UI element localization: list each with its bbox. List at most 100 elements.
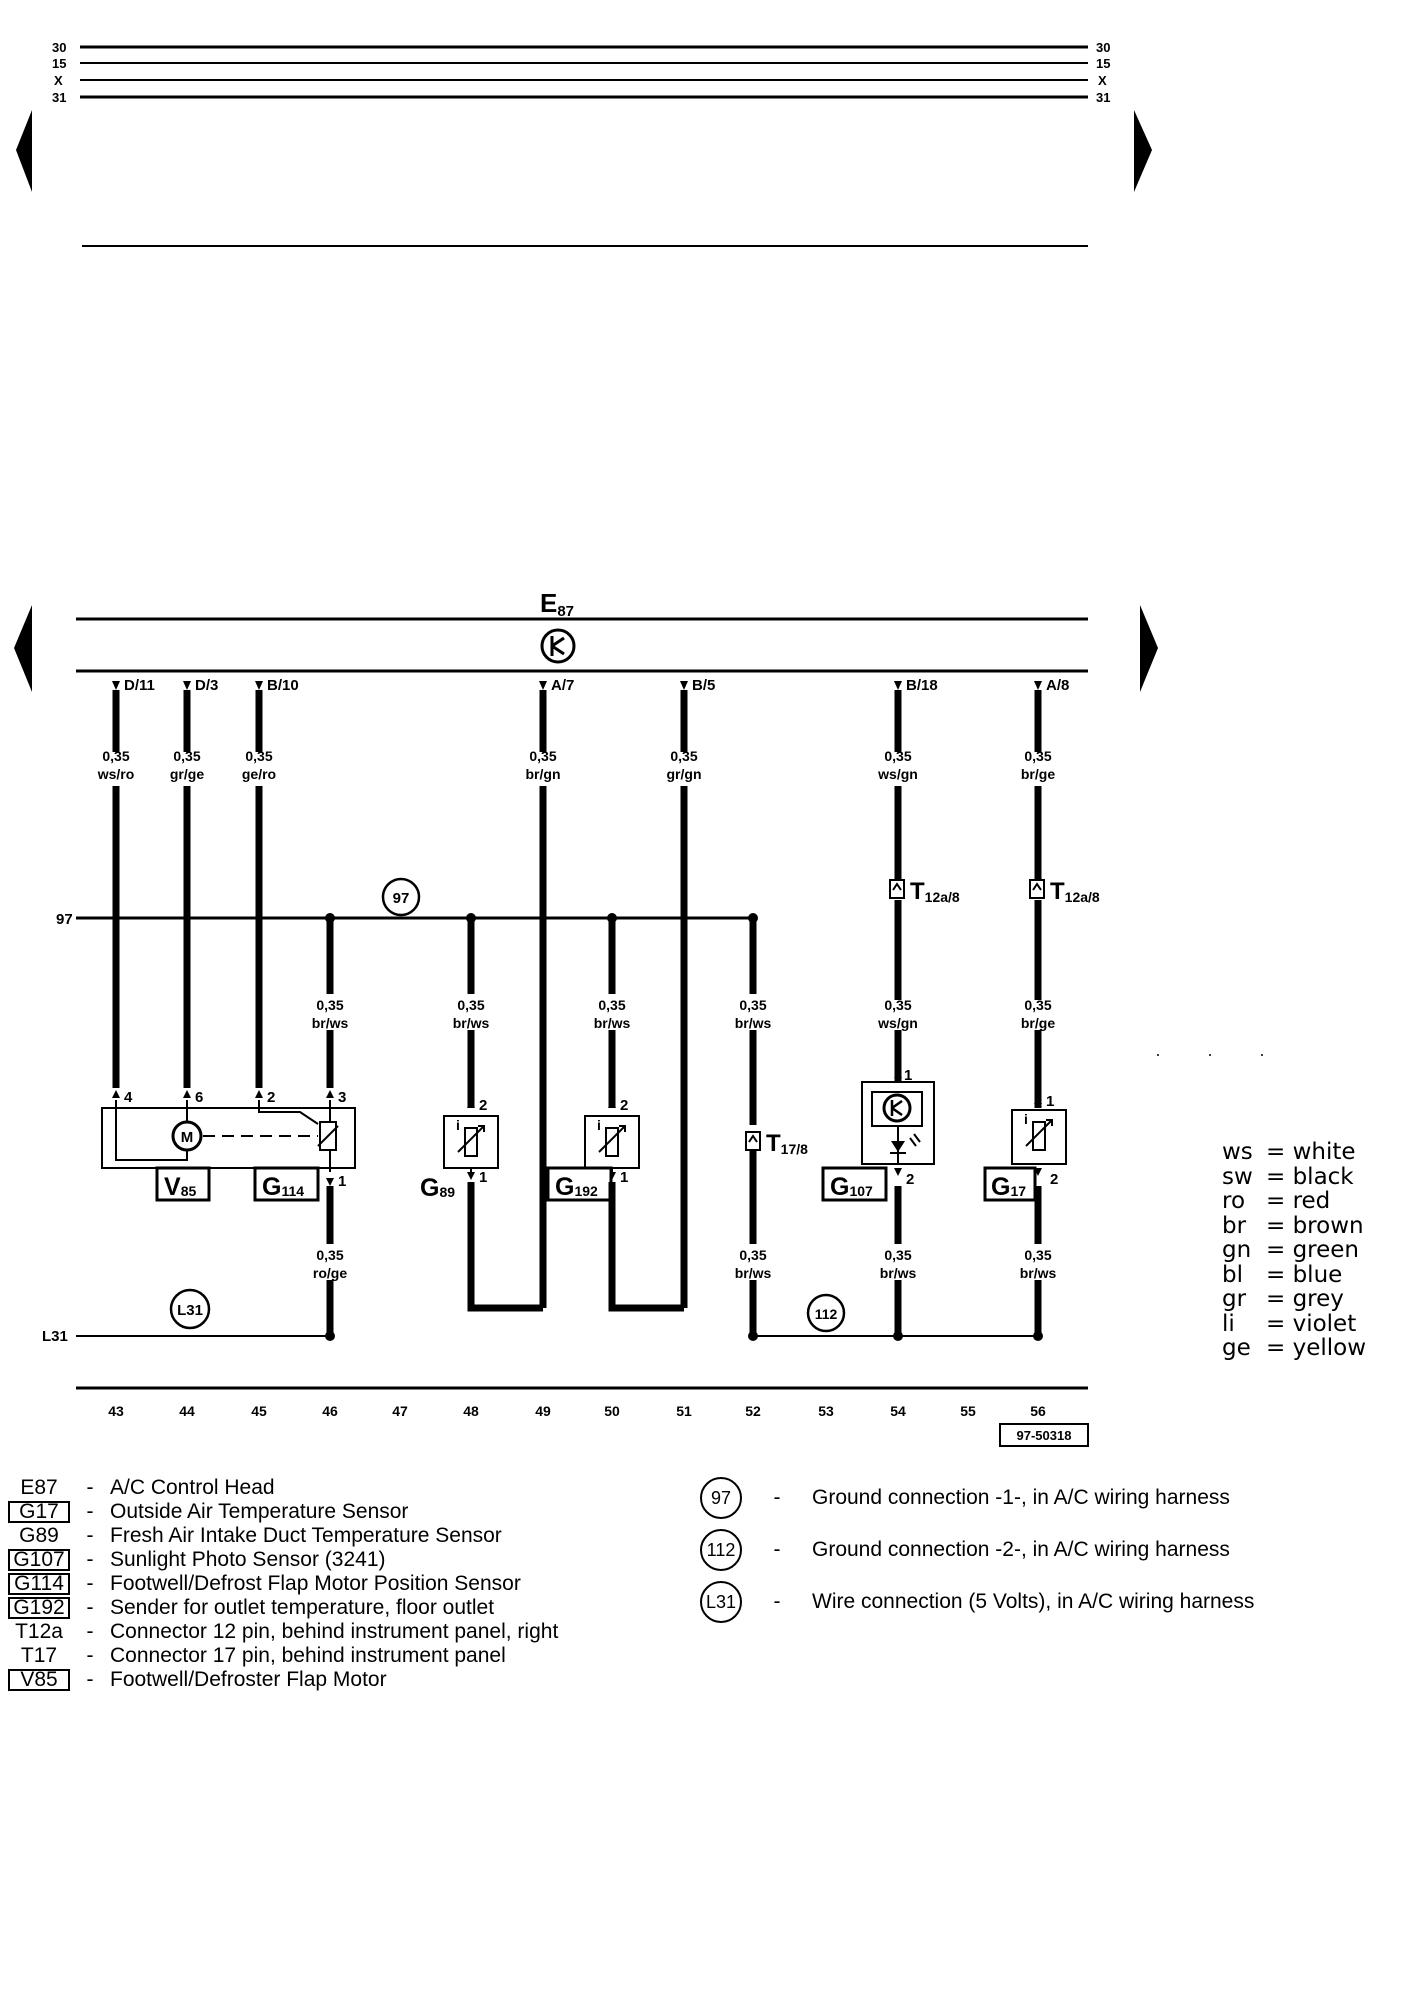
svg-text:55: 55 xyxy=(960,1403,976,1419)
sensor-g89: i 2 1 G89 xyxy=(420,1097,499,1202)
svg-text:2: 2 xyxy=(620,1097,628,1114)
svg-text:G107: G107 xyxy=(830,1173,873,1201)
legend-row: V85-Footwell/Defroster Flap Motor xyxy=(8,1668,558,1692)
svg-text:0,35: 0,35 xyxy=(102,748,129,764)
lower-wires xyxy=(326,1186,1042,1336)
l31-circle xyxy=(169,1288,211,1330)
svg-text:53: 53 xyxy=(818,1403,834,1419)
svg-text:br/gn: br/gn xyxy=(526,766,561,782)
svg-text:0,35: 0,35 xyxy=(173,748,200,764)
svg-text:52: 52 xyxy=(745,1403,761,1419)
scan-dots xyxy=(1157,1054,1263,1056)
svg-text:ws/gn: ws/gn xyxy=(877,766,918,782)
svg-text:0,35: 0,35 xyxy=(316,1247,343,1263)
svg-text:2: 2 xyxy=(906,1171,914,1188)
prev-page-arrow-icon[interactable] xyxy=(16,110,32,192)
next-page-arrow-icon[interactable] xyxy=(1140,605,1158,692)
svg-text:44: 44 xyxy=(179,1403,195,1419)
svg-text:48: 48 xyxy=(463,1403,479,1419)
ground-legend-row: 112-Ground connection -2-, in A/C wiring… xyxy=(700,1524,1254,1576)
connector-t12a-8-right: T12a/8 xyxy=(1029,878,1100,905)
e87-pin-arrows xyxy=(112,681,1042,690)
svg-text:G17: G17 xyxy=(991,1173,1026,1201)
top-rail: 30 15 X 31 30 15 X 31 xyxy=(16,40,1152,247)
svg-text:3: 3 xyxy=(338,1089,346,1106)
svg-text:2: 2 xyxy=(1050,1171,1058,1188)
mid-wires xyxy=(326,918,1042,1336)
svg-text:56: 56 xyxy=(1030,1403,1046,1419)
svg-text:4: 4 xyxy=(124,1089,133,1106)
svg-text:i: i xyxy=(1024,1111,1028,1127)
svg-text:46: 46 xyxy=(322,1403,338,1419)
svg-text:0,35: 0,35 xyxy=(1024,748,1051,764)
color-key-row: bl= blue xyxy=(1222,1261,1343,1288)
svg-text:br/ge: br/ge xyxy=(1021,766,1055,782)
upper-wires xyxy=(112,690,1042,1308)
rail-label-15-left: 15 xyxy=(52,56,66,71)
svg-text:1: 1 xyxy=(904,1067,912,1084)
svg-text:i: i xyxy=(597,1117,601,1133)
svg-text:M: M xyxy=(181,1129,194,1146)
svg-text:0,35: 0,35 xyxy=(457,997,484,1013)
flap-motor-assembly: M xyxy=(101,1100,356,1172)
rail-label-31-left: 31 xyxy=(52,90,66,105)
svg-text:112: 112 xyxy=(815,1306,838,1322)
prev-page-arrow-icon[interactable] xyxy=(14,605,32,692)
color-key-row: ws= white xyxy=(1222,1139,1356,1165)
svg-text:0,35: 0,35 xyxy=(884,1247,911,1263)
svg-text:br/ws: br/ws xyxy=(880,1265,917,1281)
svg-text:1: 1 xyxy=(620,1169,628,1186)
pin-label: B/18 xyxy=(906,677,938,694)
legend-row: G192-Sender for outlet temperature, floo… xyxy=(8,1596,558,1620)
track-numbers: 43 44 45 46 47 48 49 50 51 52 53 54 55 5… xyxy=(108,1403,1046,1419)
color-key-row: gn= green xyxy=(1222,1237,1360,1263)
legend-row: G89-Fresh Air Intake Duct Temperature Se… xyxy=(19,1524,502,1547)
svg-text:br/ws: br/ws xyxy=(735,1015,772,1031)
svg-text:0,35: 0,35 xyxy=(739,997,766,1013)
ground-bus-97: 97 97 xyxy=(56,877,758,928)
svg-text:45: 45 xyxy=(251,1403,267,1419)
component-legend: E87-A/C Control Head G17-Outside Air Tem… xyxy=(8,1476,558,1692)
svg-text:0,35: 0,35 xyxy=(598,997,625,1013)
svg-text:2: 2 xyxy=(479,1097,487,1114)
legend-row: G107-Sunlight Photo Sensor (3241) xyxy=(8,1548,558,1572)
svg-text:1: 1 xyxy=(338,1173,346,1190)
svg-text:i: i xyxy=(456,1117,460,1133)
ground-97-circle xyxy=(381,877,421,917)
drawing-id: 97-50318 xyxy=(999,1423,1089,1447)
e87-pin-labels: D/11 D/3 B/10 A/7 B/5 B/18 A/8 xyxy=(124,677,1069,694)
svg-text:0,35: 0,35 xyxy=(529,748,556,764)
svg-text:br/ws: br/ws xyxy=(312,1015,349,1031)
svg-text:1: 1 xyxy=(479,1169,487,1186)
svg-text:0,35: 0,35 xyxy=(316,997,343,1013)
svg-text:51: 51 xyxy=(676,1403,692,1419)
svg-text:T17/8: T17/8 xyxy=(766,1130,808,1157)
control-module-icon xyxy=(540,628,576,664)
connector-t12a-8-left: T12a/8 xyxy=(889,878,960,905)
svg-text:0,35: 0,35 xyxy=(884,997,911,1013)
svg-text:54: 54 xyxy=(890,1403,906,1419)
svg-text:97: 97 xyxy=(393,890,410,907)
svg-text:L31: L31 xyxy=(42,1328,68,1345)
svg-text:ws/gn: ws/gn xyxy=(877,1015,918,1031)
svg-text:br/ws: br/ws xyxy=(594,1015,631,1031)
svg-text:6: 6 xyxy=(195,1089,203,1106)
next-page-arrow-icon[interactable] xyxy=(1134,110,1152,192)
svg-text:97-50318: 97-50318 xyxy=(1017,1428,1072,1443)
svg-text:2: 2 xyxy=(267,1089,275,1106)
rail-label-30-right: 30 xyxy=(1096,40,1110,55)
legend-row: T12a-Connector 12 pin, behind instrument… xyxy=(15,1620,559,1643)
svg-text:T12a/8: T12a/8 xyxy=(1050,878,1100,905)
svg-text:1: 1 xyxy=(1046,1093,1054,1110)
svg-text:gr/ge: gr/ge xyxy=(170,766,204,782)
svg-text:ro/ge: ro/ge xyxy=(313,1265,347,1281)
rail-label-30-left: 30 xyxy=(52,40,66,55)
pin-label: D/3 xyxy=(195,677,218,694)
ground-legend-row: L31-Wire connection (5 Volts), in A/C wi… xyxy=(700,1576,1254,1628)
svg-text:50: 50 xyxy=(604,1403,620,1419)
svg-text:0,35: 0,35 xyxy=(1024,997,1051,1013)
color-key-row: br= brown xyxy=(1222,1212,1364,1239)
svg-text:0,35: 0,35 xyxy=(670,748,697,764)
color-key-row: ro= red xyxy=(1222,1188,1331,1214)
